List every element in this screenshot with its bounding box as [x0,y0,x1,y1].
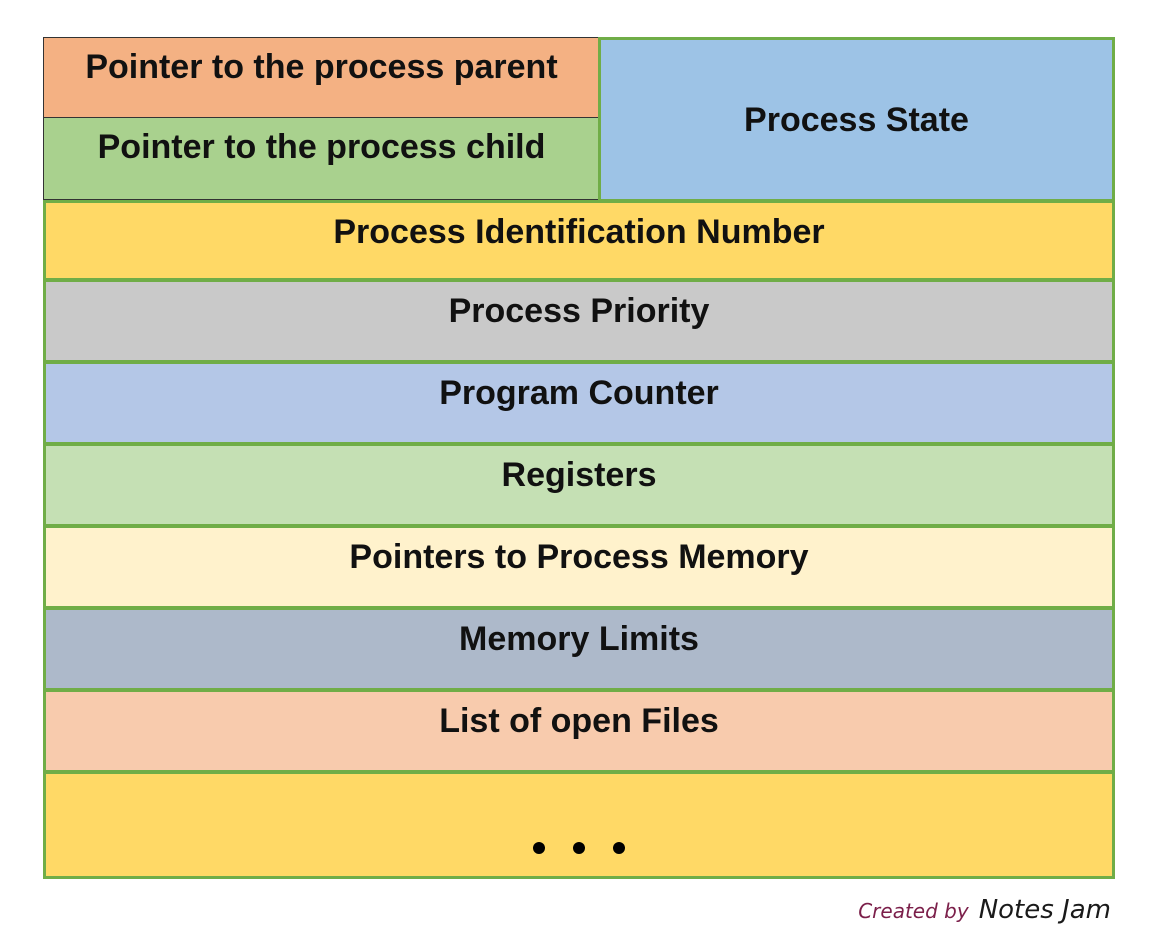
credit-line: Created by Notes Jam [858,895,1111,925]
cell-parent-pointer: Pointer to the process parent [43,37,600,118]
cell-child-pointer: Pointer to the process child [43,118,600,200]
cell-process-priority: Process Priority [43,279,1115,363]
cell-memory-limits-label: Memory Limits [459,620,699,658]
cell-open-files: List of open Files [43,689,1115,773]
credit-brand: Notes Jam [978,895,1111,925]
cell-process-state-label: Process State [744,100,969,139]
cell-continuation [43,771,1115,879]
cell-registers-label: Registers [501,456,657,494]
process-control-block-diagram: Pointer to the process parent Pointer to… [43,37,1115,879]
ellipsis-dots [533,842,625,854]
cell-process-id: Process Identification Number [43,200,1115,281]
credit-prefix: Created by [858,899,969,923]
cell-program-counter: Program Counter [43,361,1115,445]
cell-process-id-label: Process Identification Number [333,213,825,251]
cell-program-counter-label: Program Counter [439,374,719,412]
cell-memory-limits: Memory Limits [43,607,1115,691]
cell-process-priority-label: Process Priority [448,292,710,330]
cell-process-state: Process State [598,37,1115,202]
cell-open-files-label: List of open Files [439,702,719,740]
cell-registers: Registers [43,443,1115,527]
cell-child-pointer-label: Pointer to the process child [97,128,546,166]
ellipsis-dot [533,842,545,854]
ellipsis-dot [613,842,625,854]
cell-parent-pointer-label: Pointer to the process parent [85,48,558,86]
ellipsis-dot [573,842,585,854]
cell-memory-pointers-label: Pointers to Process Memory [349,538,809,576]
cell-memory-pointers: Pointers to Process Memory [43,525,1115,609]
